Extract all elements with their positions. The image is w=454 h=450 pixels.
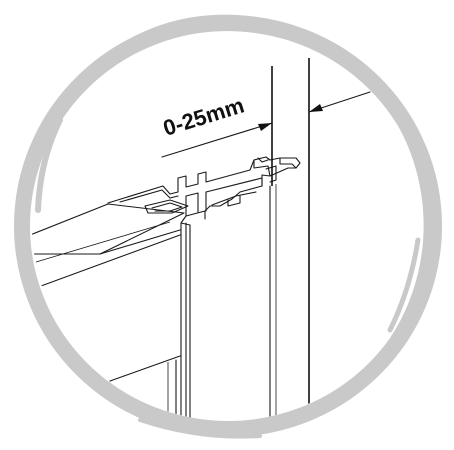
dimension-line [161,91,371,158]
drawing: 0-25mm [32,58,371,421]
arrow-left-icon [258,123,272,131]
arrow-right-icon [309,104,323,112]
frame-profile [107,156,301,226]
wall-reveal [271,58,310,421]
head-beam [32,203,185,291]
jamb [180,184,277,421]
dimension-label: 0-25mm [160,93,247,141]
